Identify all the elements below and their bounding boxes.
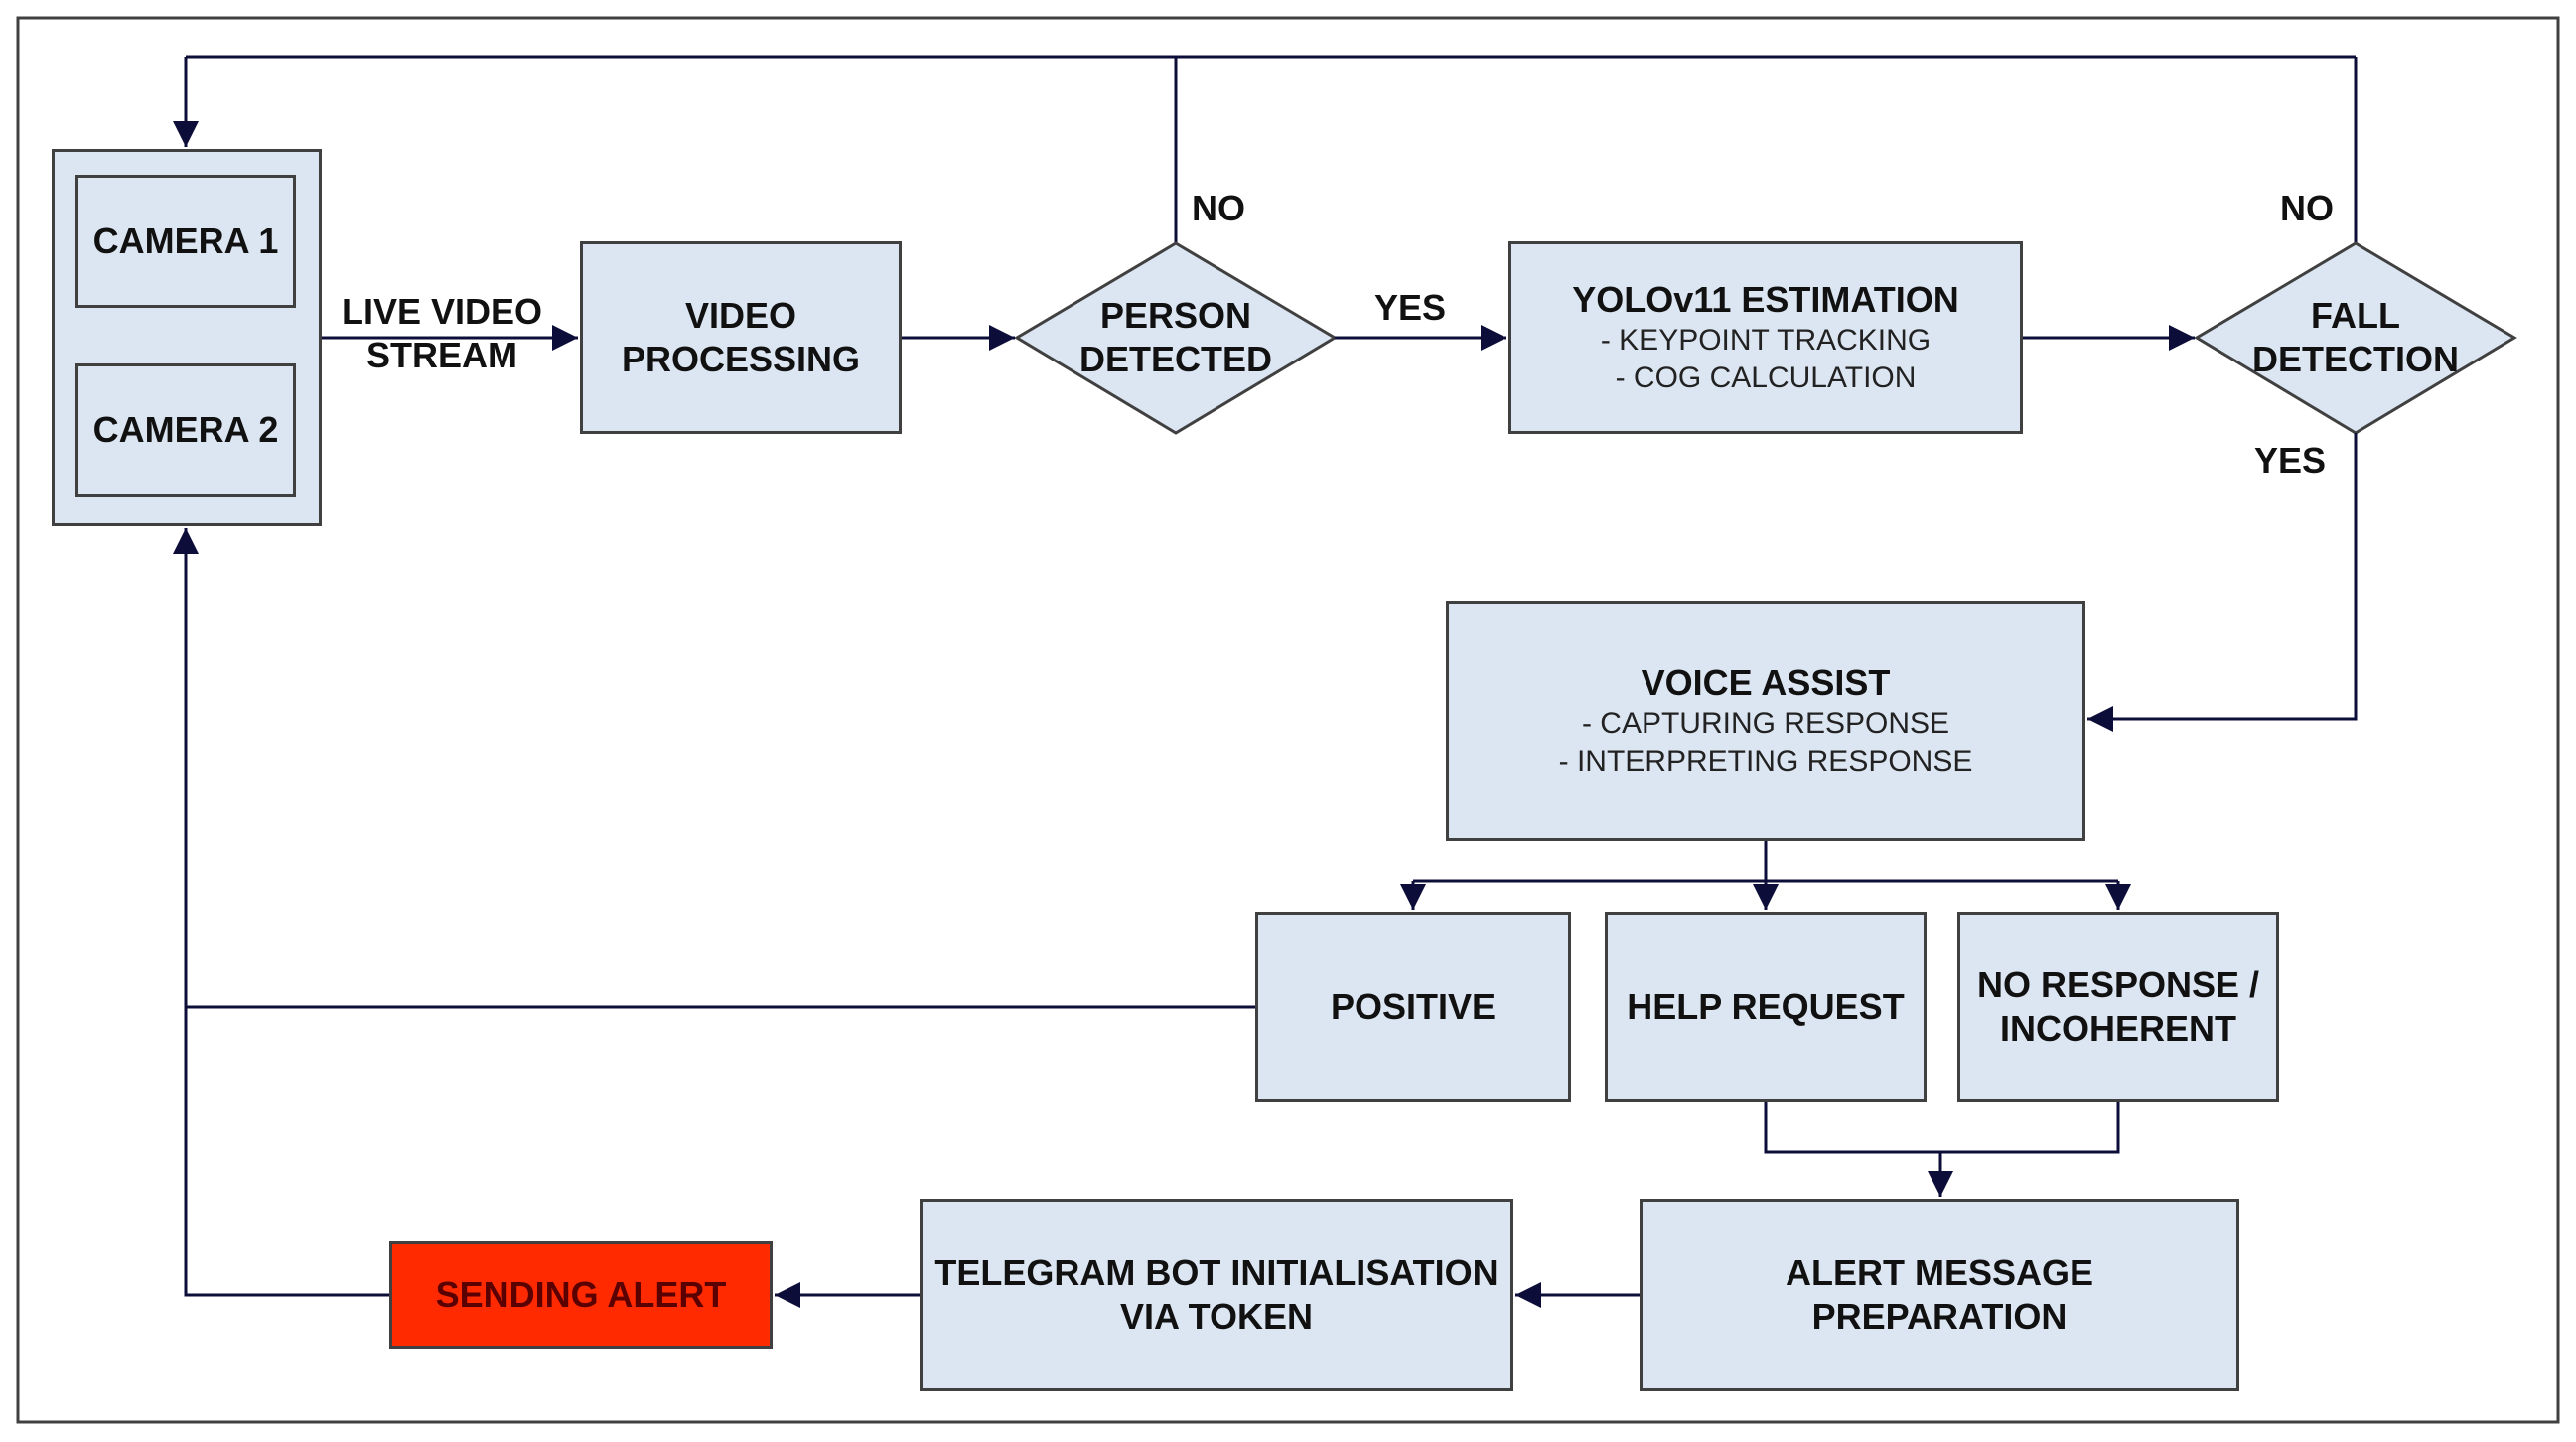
alert-message-line-1: ALERT MESSAGE: [1785, 1252, 2094, 1293]
fall-no-label: NO: [2280, 188, 2334, 228]
edge-help-noresp-merge: [1764, 1102, 2120, 1154]
help-request-label: HELP REQUEST: [1627, 986, 1905, 1027]
telegram-bot-box: TELEGRAM BOT INITIALISATION VIA TOKEN: [920, 1199, 1513, 1391]
video-processing-line-2: PROCESSING: [621, 339, 861, 379]
fall-detection-line-1: FALL: [2311, 295, 2400, 336]
no-response-line-2: INCOHERENT: [1999, 1008, 2236, 1049]
yolo-item-keypoint: - KEYPOINT TRACKING: [1600, 324, 1932, 357]
fall-yes-label: YES: [2254, 440, 2327, 481]
person-detected-text: PERSON DETECTED: [1037, 288, 1315, 387]
camera-1-box: CAMERA 1: [75, 175, 296, 308]
sending-alert-label: SENDING ALERT: [435, 1274, 727, 1315]
person-no-label: NO: [1192, 188, 1245, 228]
person-detected-diamond: [1014, 241, 1338, 435]
camera-2-label: CAMERA 2: [92, 409, 279, 450]
no-response-box: NO RESPONSE / INCOHERENT: [1957, 912, 2279, 1102]
telegram-line-2: VIA TOKEN: [1119, 1296, 1314, 1337]
alert-message-line-2: PREPARATION: [1811, 1296, 2068, 1337]
arrow-fall-yes-to-voice: [2087, 433, 2358, 732]
alert-message-box: ALERT MESSAGE PREPARATION: [1640, 1199, 2239, 1391]
video-processing-box: VIDEO PROCESSING: [580, 241, 902, 434]
camera-2-box: CAMERA 2: [75, 363, 296, 497]
video-processing-line-1: VIDEO: [684, 295, 797, 336]
no-response-line-1: NO RESPONSE /: [1976, 964, 2260, 1005]
person-detected-line-1: PERSON: [1099, 295, 1252, 336]
live-video-label: LIVE VIDEO STREAM: [338, 290, 546, 377]
fall-detection-line-2: DETECTION: [2251, 339, 2459, 379]
edge-sending-to-left: [184, 1007, 389, 1297]
person-yes-label: YES: [1374, 287, 1447, 328]
positive-box: POSITIVE: [1255, 912, 1571, 1102]
voice-assist-item-interpreting: - INTERPRETING RESPONSE: [1558, 745, 1973, 778]
voice-assist-title: VOICE ASSIST: [1641, 662, 1891, 703]
yolo-estimation-box: YOLOv11 ESTIMATION - KEYPOINT TRACKING -…: [1508, 241, 2023, 434]
fall-detection-text: FALL DETECTION: [2217, 288, 2495, 387]
figure-frame: [16, 16, 2560, 1424]
positive-label: POSITIVE: [1330, 986, 1497, 1027]
yolo-title: YOLOv11 ESTIMATION: [1572, 279, 1959, 320]
person-detected-line-2: DETECTED: [1078, 339, 1272, 379]
camera-1-label: CAMERA 1: [92, 220, 279, 261]
help-request-box: HELP REQUEST: [1605, 912, 1927, 1102]
live-video-line-2: STREAM: [366, 335, 517, 375]
sending-alert-box: SENDING ALERT: [389, 1241, 773, 1349]
voice-assist-item-capturing: - CAPTURING RESPONSE: [1581, 707, 1950, 740]
telegram-line-1: TELEGRAM BOT INITIALISATION: [934, 1252, 1499, 1293]
yolo-item-cog: - COG CALCULATION: [1615, 361, 1917, 394]
live-video-line-1: LIVE VIDEO: [341, 291, 543, 332]
voice-assist-box: VOICE ASSIST - CAPTURING RESPONSE - INTE…: [1446, 601, 2085, 841]
